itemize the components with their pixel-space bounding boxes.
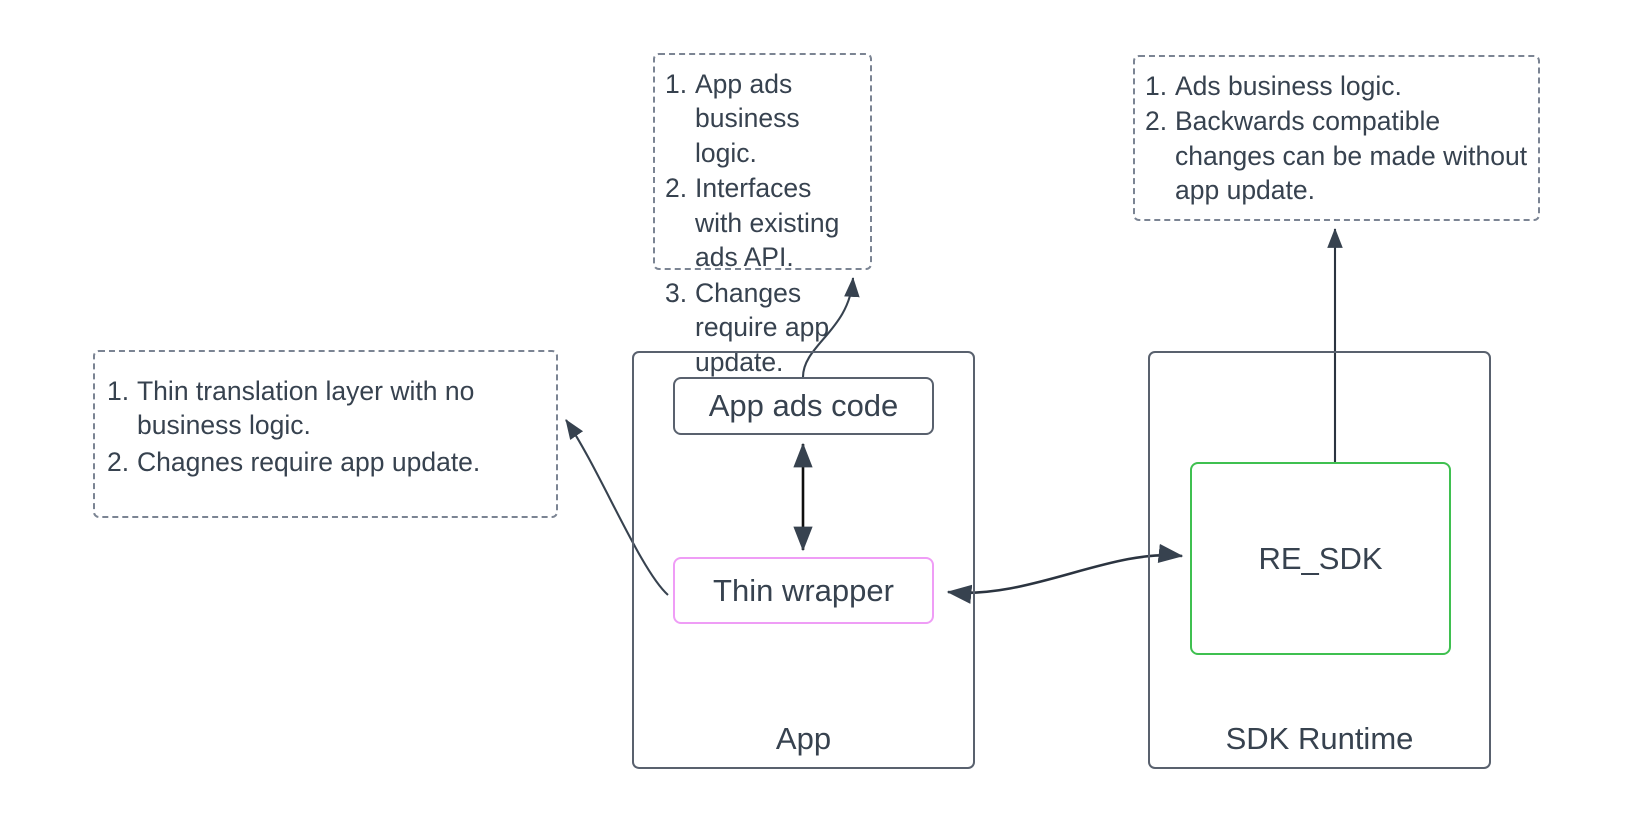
list-item-text: Chagnes require app update. <box>137 446 481 477</box>
callout-thin-wrapper-list: 1. Thin translation layer with no busine… <box>107 374 548 479</box>
callout-thin-wrapper: 1. Thin translation layer with no busine… <box>93 350 558 518</box>
node-thin-wrapper-label: Thin wrapper <box>713 572 894 608</box>
callout-re-sdk: 1. Ads business logic. 2. Backwards comp… <box>1133 55 1540 221</box>
list-item-number: 2. <box>1145 106 1168 137</box>
list-item-text: Interfaces with existing ads API. <box>695 173 840 273</box>
list-item-number: 2. <box>665 173 688 204</box>
container-app: App <box>632 351 975 769</box>
callout-app-ads-code-list: 1. App ads business logic. 2. Interfaces… <box>665 67 862 379</box>
list-item: 2. Chagnes require app update. <box>107 445 548 479</box>
node-app-ads-code-label: App ads code <box>708 388 899 423</box>
list-item-number: 3. <box>665 277 688 308</box>
callout-re-sdk-list: 1. Ads business logic. 2. Backwards comp… <box>1145 69 1528 208</box>
edge-thin-wrapper-re-sdk <box>946 543 1184 604</box>
list-item-number: 1. <box>1145 71 1168 101</box>
list-item-number: 2. <box>107 446 130 477</box>
list-item-text: Thin translation layer with no business … <box>137 376 475 441</box>
list-item: 2. Backwards compatible changes can be m… <box>1145 104 1528 207</box>
list-item-number: 1. <box>107 376 130 406</box>
container-sdk-runtime-label: SDK Runtime <box>1225 721 1414 756</box>
list-item: 1. App ads business logic. <box>665 67 862 170</box>
list-item-text: Backwards compatible changes can be made… <box>1175 106 1528 206</box>
list-item: 1. Thin translation layer with no busine… <box>107 374 548 443</box>
list-item-text: App ads business logic. <box>695 69 800 168</box>
list-item: 2. Interfaces with existing ads API. <box>665 171 862 274</box>
callout-app-ads-code: 1. App ads business logic. 2. Interfaces… <box>653 53 872 377</box>
list-item-number: 1. <box>665 69 688 99</box>
list-item: 1. Ads business logic. <box>1145 69 1528 103</box>
container-sdk-runtime: SDK Runtime <box>1148 351 1491 769</box>
container-app-label: App <box>775 721 832 756</box>
node-app-ads-code[interactable]: App ads code <box>673 377 934 435</box>
list-item-text: Ads business logic. <box>1175 71 1402 101</box>
node-re-sdk[interactable]: RE_SDK <box>1190 462 1451 655</box>
node-re-sdk-label: RE_SDK <box>1258 540 1383 576</box>
node-thin-wrapper[interactable]: Thin wrapper <box>673 557 934 624</box>
